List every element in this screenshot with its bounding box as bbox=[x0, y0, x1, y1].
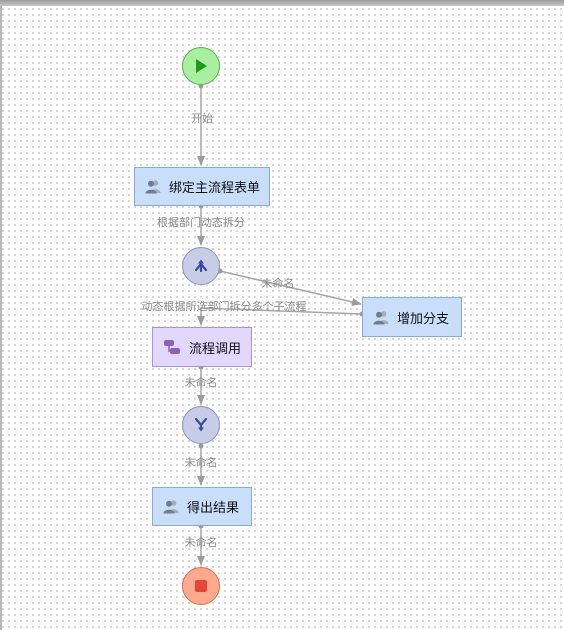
split-icon bbox=[194, 259, 208, 273]
users-icon bbox=[145, 179, 161, 194]
task-bind-form[interactable]: 绑定主流程表单 bbox=[134, 167, 270, 206]
split-gateway[interactable] bbox=[182, 247, 220, 285]
end-event[interactable] bbox=[182, 567, 220, 605]
edge-branch-to-subprocess bbox=[197, 307, 363, 326]
users-icon bbox=[163, 499, 179, 514]
users-icon bbox=[373, 310, 389, 325]
task-label: 得出结果 bbox=[187, 501, 240, 516]
join-gateway[interactable] bbox=[182, 406, 220, 444]
window-left-border bbox=[0, 6, 2, 630]
task-get-result[interactable]: 得出结果 bbox=[152, 487, 252, 526]
task-label: 绑定主流程表单 bbox=[169, 181, 261, 196]
task-label: 增加分支 bbox=[397, 311, 450, 327]
window-top-border bbox=[0, 0, 564, 6]
edge-label-split-to-subprocess: 动态根据所选部门拆分多个子流程 bbox=[141, 300, 307, 313]
start-event[interactable] bbox=[182, 47, 220, 85]
edge-label-start: 开始 bbox=[191, 112, 213, 125]
edge-label-bind-to-split: 根据部门动态拆分 bbox=[157, 216, 245, 229]
edge-label-join-to-result: 未命名 bbox=[184, 456, 218, 469]
task-add-branch[interactable]: 增加分支 bbox=[362, 297, 462, 337]
edge-label-split-to-branch: 未命名 bbox=[261, 277, 295, 290]
subprocess-icon bbox=[163, 339, 181, 355]
edge-split-to-branch bbox=[219, 270, 362, 306]
edge-label-subprocess-to-join: 未命名 bbox=[184, 376, 218, 389]
anchor-dot bbox=[198, 443, 204, 449]
stop-icon bbox=[195, 580, 207, 592]
task-subprocess-call[interactable]: 流程调用 bbox=[152, 327, 252, 367]
task-label: 流程调用 bbox=[189, 341, 242, 357]
play-icon bbox=[196, 59, 207, 73]
merge-icon bbox=[194, 417, 208, 432]
edge-label-result-to-end: 未命名 bbox=[184, 536, 218, 549]
